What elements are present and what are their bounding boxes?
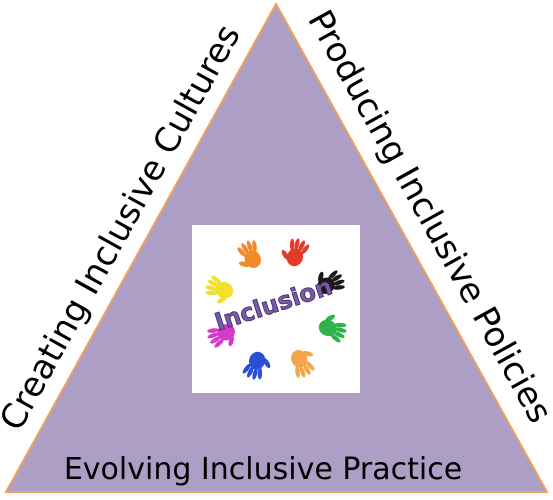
hand-print-1 xyxy=(281,238,310,267)
hand-print-6 xyxy=(207,324,235,348)
bottom-side-label: Evolving Inclusive Practice xyxy=(64,452,462,487)
hand-print-5 xyxy=(242,351,271,380)
logo-background xyxy=(192,225,360,393)
hand-print-8 xyxy=(237,240,261,268)
hand-print-4 xyxy=(291,350,315,378)
inclusion-logo: Inclusion xyxy=(192,225,360,393)
hand-print-2 xyxy=(317,270,345,294)
hand-print-3 xyxy=(318,314,347,343)
hand-print-7 xyxy=(205,275,234,304)
hand-prints-ring xyxy=(205,238,347,380)
